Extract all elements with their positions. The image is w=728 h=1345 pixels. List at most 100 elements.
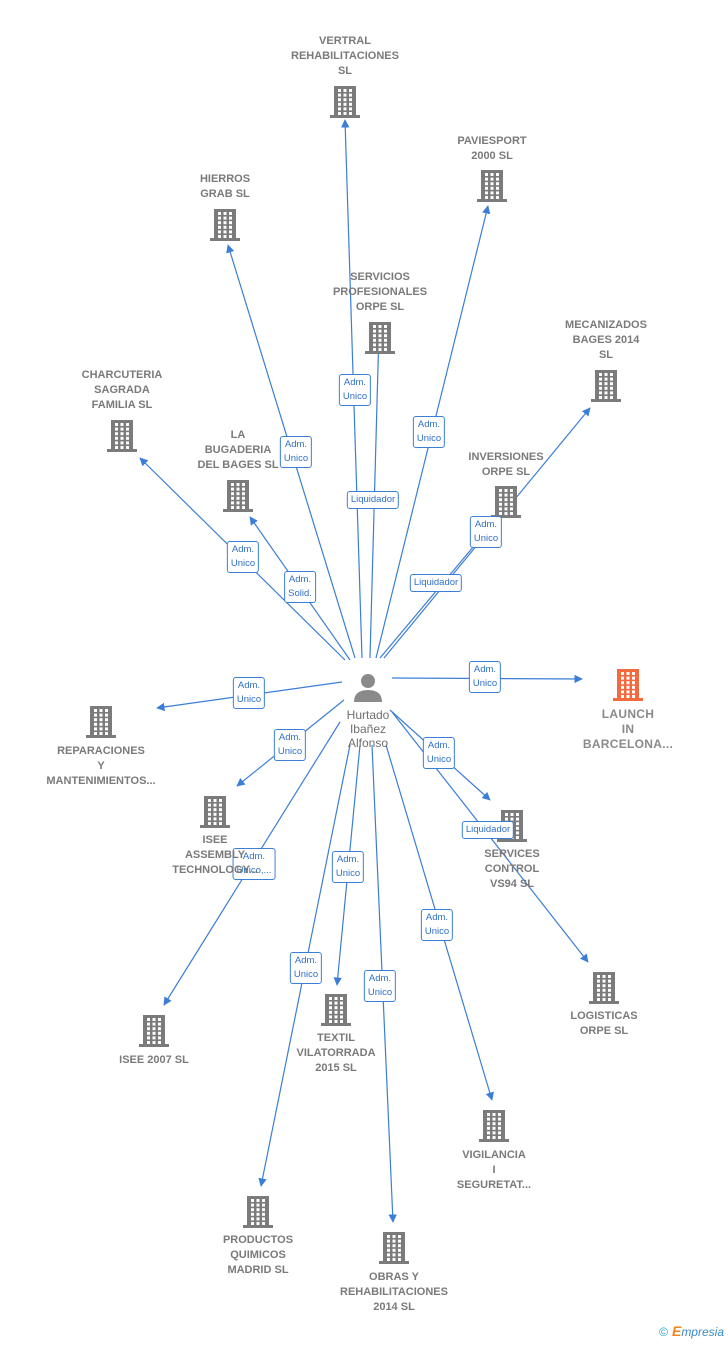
company-label-line: SL bbox=[598, 349, 614, 361]
person-icon[interactable] bbox=[354, 674, 382, 702]
role-label-line: Unico bbox=[416, 433, 442, 444]
building-icon[interactable] bbox=[321, 994, 351, 1026]
company-label-line: LAUNCH bbox=[601, 707, 655, 721]
company-label-line: VILATORRADA bbox=[296, 1047, 376, 1059]
person-name-line: Ibañez bbox=[349, 722, 387, 736]
role-label-charcuteria[interactable]: Adm.Unico bbox=[226, 541, 260, 573]
building-icon[interactable] bbox=[139, 1015, 169, 1047]
building-icon[interactable] bbox=[210, 209, 240, 241]
company-label-line: QUIMICOS bbox=[230, 1249, 286, 1261]
company-label-line: BARCELONA... bbox=[582, 737, 674, 751]
role-label-obras[interactable]: Adm.Unico bbox=[363, 970, 397, 1002]
building-icon[interactable] bbox=[613, 669, 643, 701]
company-label-line: 2015 SL bbox=[315, 1062, 357, 1074]
role-label-line: Adm. bbox=[368, 973, 392, 984]
role-label-line: Liquidador bbox=[350, 494, 396, 505]
role-label-reparaciones[interactable]: Adm.Unico bbox=[232, 677, 266, 709]
role-label-mecanizados[interactable]: Liquidador bbox=[409, 574, 463, 592]
company-label-line: LA bbox=[230, 429, 246, 441]
company-label-line: VIGILANCIA bbox=[462, 1149, 526, 1161]
role-label-vigilancia[interactable]: Adm.Unico bbox=[420, 909, 454, 941]
company-label-line: ISEE bbox=[202, 834, 228, 846]
company-label-line: GRAB SL bbox=[200, 188, 250, 200]
role-label-productos[interactable]: Adm.Unico bbox=[289, 952, 323, 984]
building-icon[interactable] bbox=[365, 322, 395, 354]
company-label-line: PAVIESPORT bbox=[457, 135, 527, 147]
building-icon[interactable] bbox=[86, 706, 116, 738]
role-label-line: Adm. bbox=[288, 574, 312, 585]
role-label-vertral[interactable]: Adm. Unico bbox=[338, 374, 372, 406]
company-label-isee2007[interactable]: ISEE 2007 SL bbox=[119, 1053, 189, 1068]
person-name-label[interactable]: Hurtado Ibañez Alfonso bbox=[347, 708, 390, 750]
building-icon[interactable] bbox=[200, 796, 230, 828]
role-label-line: Unico bbox=[342, 391, 368, 402]
role-label-inversiones[interactable]: Adm.Unico bbox=[469, 516, 503, 548]
role-label-textil[interactable]: Adm.Unico bbox=[331, 851, 365, 883]
role-label-line: Unico bbox=[426, 754, 452, 765]
building-icon[interactable] bbox=[243, 1196, 273, 1228]
company-label-line: CHARCUTERIA bbox=[81, 369, 163, 381]
company-label-line: DEL BAGES SL bbox=[197, 459, 279, 471]
company-label-line: ASSEMBLY bbox=[184, 849, 246, 861]
role-label-line: Adm. bbox=[242, 851, 266, 862]
company-label-isee_assem[interactable]: ISEE ASSEMBLY TECHNOLOGY... bbox=[172, 833, 258, 878]
role-label-line: Unico bbox=[283, 453, 309, 464]
building-icon[interactable] bbox=[223, 480, 253, 512]
building-icon[interactable] bbox=[591, 370, 621, 402]
role-label-logisticas[interactable]: Liquidador bbox=[461, 821, 515, 839]
company-label-line: SERVICIOS bbox=[350, 271, 410, 283]
company-label-line: BUGADERIA bbox=[204, 444, 272, 456]
building-icon[interactable] bbox=[379, 1232, 409, 1264]
role-label-line: Solid. bbox=[288, 588, 312, 599]
company-label-line: PROFESIONALES bbox=[332, 286, 428, 298]
role-label-line: Unico bbox=[236, 694, 262, 705]
role-label-line: Adm. bbox=[473, 664, 497, 675]
company-label-line: TECHNOLOGY... bbox=[172, 864, 258, 876]
role-label-paviesport[interactable]: Adm. Unico bbox=[412, 416, 446, 448]
role-label-line: Adm. bbox=[294, 955, 318, 966]
role-label-servicios[interactable]: Liquidador bbox=[346, 491, 400, 509]
building-icon[interactable] bbox=[330, 86, 360, 118]
role-label-services[interactable]: Adm.Unico bbox=[422, 737, 456, 769]
role-label-line: Liquidador bbox=[465, 824, 511, 835]
company-label-line: SEGURETAT... bbox=[456, 1179, 532, 1191]
role-label-launch[interactable]: Adm.Unico bbox=[468, 661, 502, 693]
role-label-line: Unico bbox=[277, 746, 303, 757]
empresia-watermark: ©Empresia bbox=[659, 1323, 724, 1339]
role-label-line: Adm. bbox=[278, 732, 302, 743]
building-icon[interactable] bbox=[107, 420, 137, 452]
role-label-isee2007[interactable]: Adm.Unico,... bbox=[232, 848, 276, 880]
building-icon[interactable] bbox=[491, 486, 521, 518]
building-icon[interactable] bbox=[589, 972, 619, 1004]
building-icon[interactable] bbox=[477, 170, 507, 202]
company-label-bugaderia[interactable]: LA BUGADERIA DEL BAGES SL bbox=[197, 428, 278, 473]
company-label-line: REPARACIONES bbox=[57, 745, 145, 757]
company-label-line: 2014 SL bbox=[373, 1301, 415, 1313]
role-label-line: Adm. bbox=[417, 419, 441, 430]
role-label-bugaderia[interactable]: Adm. Solid. bbox=[284, 571, 316, 603]
building-icon[interactable] bbox=[479, 1110, 509, 1142]
role-label-line: Liquidador bbox=[413, 577, 459, 588]
role-label-hierros[interactable]: Adm.Unico bbox=[279, 436, 313, 468]
empresia-logo-initial: E bbox=[671, 1323, 682, 1339]
role-label-isee_assem[interactable]: Adm. Unico bbox=[273, 729, 307, 761]
role-label-line: Adm. bbox=[343, 377, 367, 388]
company-label-line: Y bbox=[97, 760, 105, 772]
company-label-line: BAGES 2014 bbox=[572, 334, 640, 346]
company-label-line: VS94 SL bbox=[489, 878, 535, 890]
